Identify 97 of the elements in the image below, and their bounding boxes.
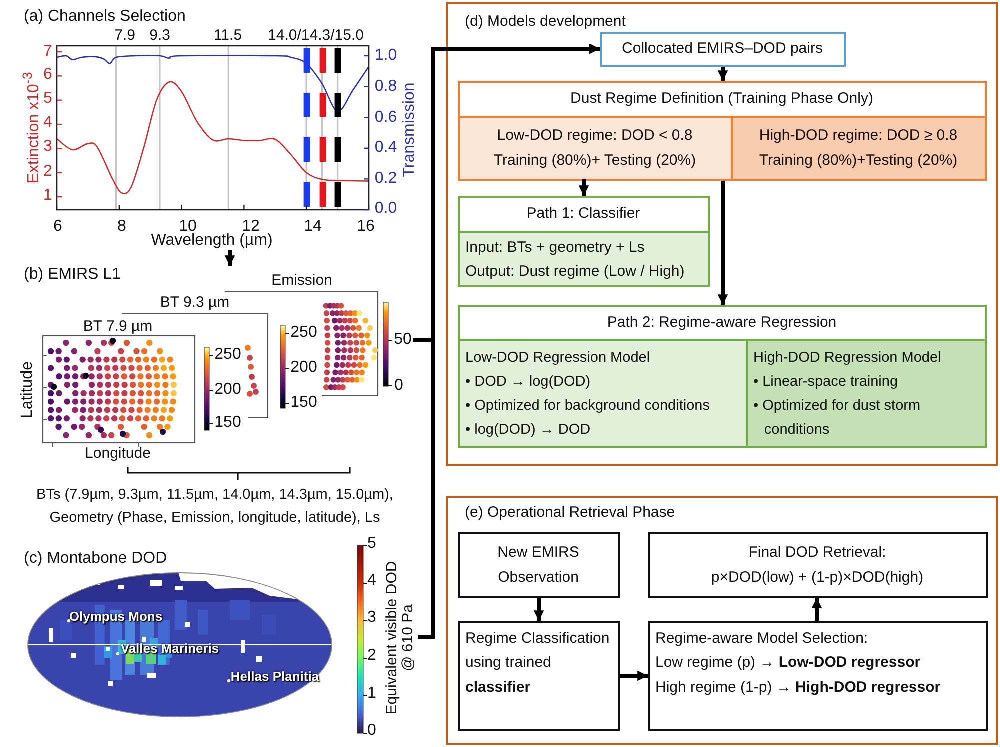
colorbar-tick-label: 150 [290, 394, 318, 412]
box-heading: High-DOD Regression Model [754, 348, 942, 368]
description-text: BTs (7.9µm, 9.3µm, 11.5µm, 14.0µm, 14.3µm, 15.0µm), Geometry (Phase, Emission, longitude, latitude), Ls [36, 486, 394, 528]
box-text: Input: BTs + geometry + Ls [466, 238, 645, 258]
channel-label: 9.3 [150, 27, 170, 44]
colorbar-title: Equivalent visible DOD @ 610 Pa [384, 560, 416, 717]
place-label: Hellas Planitia [230, 670, 320, 684]
place-label: Valles Marineris [120, 642, 220, 656]
box-label: New EMIRS Observation [496, 542, 580, 588]
place-label: Olympus Mons [69, 610, 163, 624]
axis-tick-label: 6 [44, 66, 52, 84]
model-box [460, 338, 748, 446]
process-box [458, 620, 620, 730]
bullet-item: • log(DOD) → DOD [466, 420, 591, 440]
colorbar-tick-label: 0 [368, 722, 376, 740]
box-text: High-DOD regime: DOD ≥ 0.8 [759, 126, 958, 146]
box-heading: Low-DOD Regression Model [466, 348, 650, 368]
axis-title: Longitude [85, 446, 151, 462]
arrow [578, 179, 590, 196]
box-heading: Path 2: Regime-aware Regression [607, 312, 837, 332]
process-box [648, 620, 988, 730]
box-text: Regime Classification using trained classifier [466, 628, 611, 698]
axis-tick-label: 0.4 [374, 139, 398, 157]
arrow [812, 598, 822, 621]
box-text: Training (80%)+Testing (20%) [759, 151, 958, 171]
formula-text: p×DOD(low) + (1-p)×DOD(high) [711, 568, 924, 588]
colorbar-tick-label: 5 [368, 535, 376, 553]
channel-label: 11.5 [214, 27, 242, 44]
bullet-item: • Optimized for dust storm conditions [754, 396, 922, 440]
panel-title: (a) Channels Selection [24, 8, 186, 26]
arrow [718, 67, 728, 81]
group-box [458, 304, 986, 448]
box-heading: Regime-aware Model Selection: [656, 628, 868, 648]
colorbar-tick-label: 3 [368, 609, 376, 627]
bullet-item: • Optimized for background conditions [466, 396, 710, 416]
colorbar-tick-label: 0 [394, 377, 404, 395]
process-box [458, 532, 620, 598]
colorbar-tick-label: 1 [368, 685, 376, 703]
axis-tick-label: 6 [54, 218, 62, 236]
section-panel [446, 496, 998, 745]
colorbar-tick-label: 200 [214, 381, 242, 399]
box-text: Low-DOD regime: DOD < 0.8 [497, 126, 693, 146]
axis-tick-label: 5 [44, 90, 52, 108]
axis-tick-label: 0.8 [374, 78, 398, 96]
regime-box [460, 116, 732, 178]
axis-tick-label: 0.6 [374, 109, 398, 127]
box-text: Low regime (p) → Low-DOD regressor [656, 653, 921, 673]
panel-title: (c) Montabone DOD [24, 550, 168, 568]
colorbar-tick-label: 250 [290, 324, 318, 342]
box-text: High regime (1-p) → High-DOD regressor [656, 678, 941, 698]
box-text: Training (80%)+ Testing (20%) [494, 151, 696, 171]
model-box [748, 338, 984, 446]
bullet-item: • DOD → log(DOD) [466, 372, 591, 392]
colorbar-tick-label: 200 [290, 359, 318, 377]
box-heading: Path 1: Classifier [526, 204, 640, 224]
colorbar-tick-label: 4 [368, 572, 376, 590]
panel-title: (e) Operational Retrieval Phase [465, 504, 676, 522]
section-panel [446, 2, 998, 466]
axis-tick-label: 16 [357, 218, 375, 236]
process-box [648, 532, 988, 598]
axis-tick-label: 1 [44, 187, 52, 205]
colorbar-tick-label: 150 [214, 414, 242, 432]
regime-box [732, 116, 984, 178]
arrow [534, 598, 544, 621]
arrow [620, 670, 648, 682]
axis-tick-label: 3 [44, 138, 52, 156]
arrow [418, 44, 600, 639]
panel-title: (d) Models development [465, 13, 626, 30]
axis-tick-label: 1.0 [374, 47, 398, 65]
axis-tick-label: 2 [44, 163, 52, 181]
axis-tick-label: 8 [118, 218, 126, 236]
arrow [718, 181, 728, 305]
channel-label: 7.9 [114, 27, 136, 44]
group-box [458, 80, 986, 180]
axis-tick-label: 7 [44, 43, 52, 61]
process-box [458, 196, 710, 286]
box-heading: Dust Regime Definition (Training Phase Only) [570, 89, 874, 109]
panel-title: (b) EMIRS L1 [24, 266, 121, 284]
axis-tick-label: 14 [304, 218, 322, 236]
axis-title: Transmission [401, 82, 419, 178]
plot-title: BT 9.3 µm [160, 294, 230, 312]
axis-title: Latitude [19, 362, 37, 418]
axis-tick-label: 0.0 [374, 200, 398, 218]
box-label: Collocated EMIRS–DOD pairs [622, 39, 823, 59]
colorbar-tick-label: 2 [368, 647, 376, 665]
bullet-item: • Linear-space training [754, 372, 898, 392]
colorbar-tick-label: 250 [214, 346, 242, 364]
box-text: Output: Dust regime (Low / High) [466, 262, 685, 282]
arrow [224, 250, 236, 266]
plot-title: Emission [272, 272, 332, 290]
axis-tick-label: 4 [44, 114, 52, 132]
box-heading: Final DOD Retrieval: [748, 542, 886, 562]
channel-label: 14.0/14.3/15.0 [268, 27, 364, 44]
process-box [600, 32, 846, 66]
axis-tick-label: 0.2 [374, 170, 398, 188]
plot-title: BT 7.9 µm [83, 318, 153, 336]
colorbar-tick-label: 50 [394, 331, 412, 349]
